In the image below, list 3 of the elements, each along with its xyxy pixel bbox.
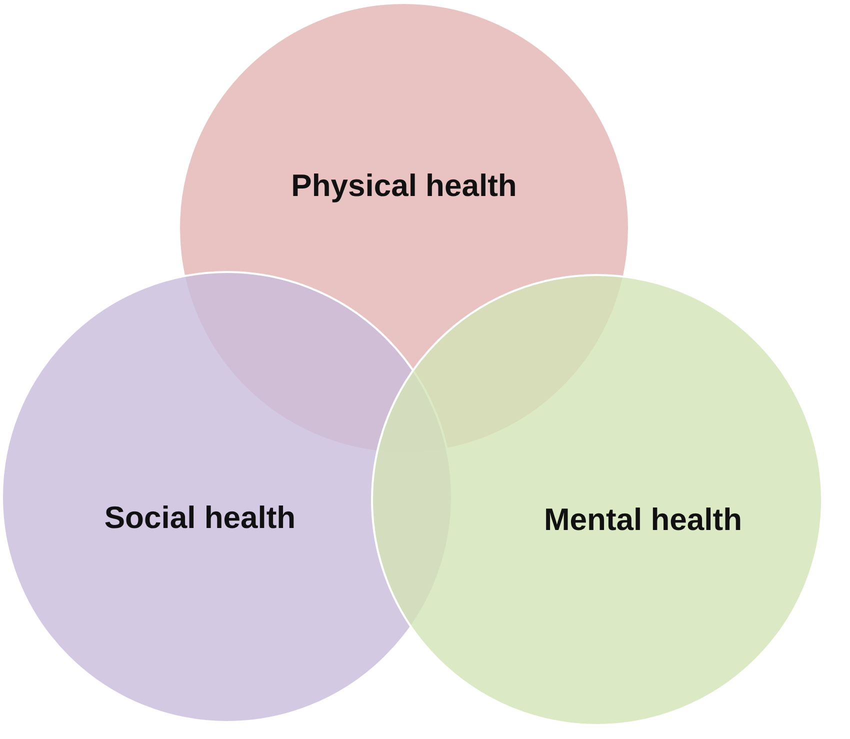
- circle-label: Physical health: [291, 168, 517, 204]
- circle-label: Social health: [104, 500, 296, 536]
- circle-label: Mental health: [544, 502, 742, 538]
